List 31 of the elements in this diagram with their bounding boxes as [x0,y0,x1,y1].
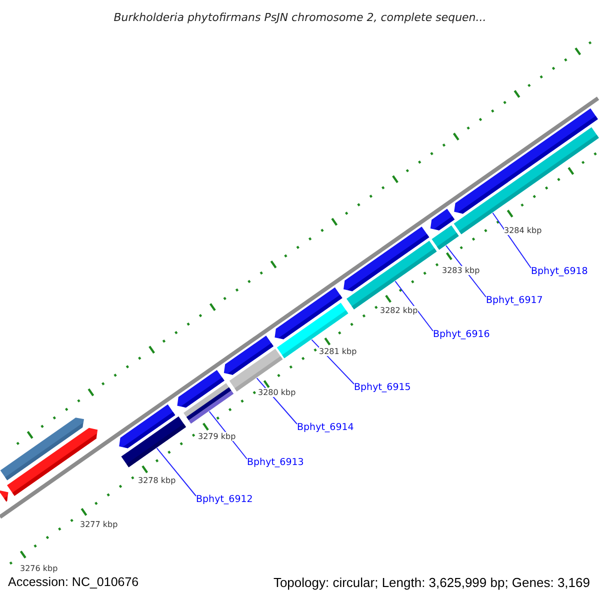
gene-label: Bphyt_6912 [196,494,253,505]
gene-label: Bphyt_6915 [354,382,411,393]
gene-feature [430,208,455,230]
tick-label: 3279 kbp [198,432,236,441]
genome-summary-text: Topology: circular; Length: 3,625,999 bp; Genes: 3,169 [273,575,590,590]
tick-label: 3281 kbp [319,347,357,356]
accession-text: Accession: NC_010676 [8,575,139,589]
tick-label: 3283 kbp [442,266,480,275]
gene-label: Bphyt_6913 [247,457,304,468]
leader-line [156,448,196,496]
gene-feature [454,108,598,214]
title: Burkholderia phytofirmans PsJN chromosome 2, complete sequen... [112,11,488,24]
gene-label: Bphyt_6917 [486,295,543,306]
leader-line [492,212,532,268]
gene-feature [274,287,342,340]
gene-feature [224,336,274,375]
gene-label: Bphyt_6916 [433,329,490,340]
gene-label: Bphyt_6914 [297,422,354,433]
gene-feature [119,404,176,448]
tick-label: 3284 kbp [504,226,542,235]
tick-label: 3277 kbp [80,520,118,529]
tick-label: 3280 kbp [258,388,296,397]
gene-label: Bphyt_6918 [531,266,588,277]
gene-feature [7,428,98,496]
tick-label: 3276 kbp [20,564,58,573]
gene-feature [344,226,430,292]
gene-feature [177,370,224,408]
tick-label: 3282 kbp [380,306,418,315]
tick-label: 3278 kbp [138,476,176,485]
leader-line [394,280,434,332]
gene-feature [0,490,8,502]
